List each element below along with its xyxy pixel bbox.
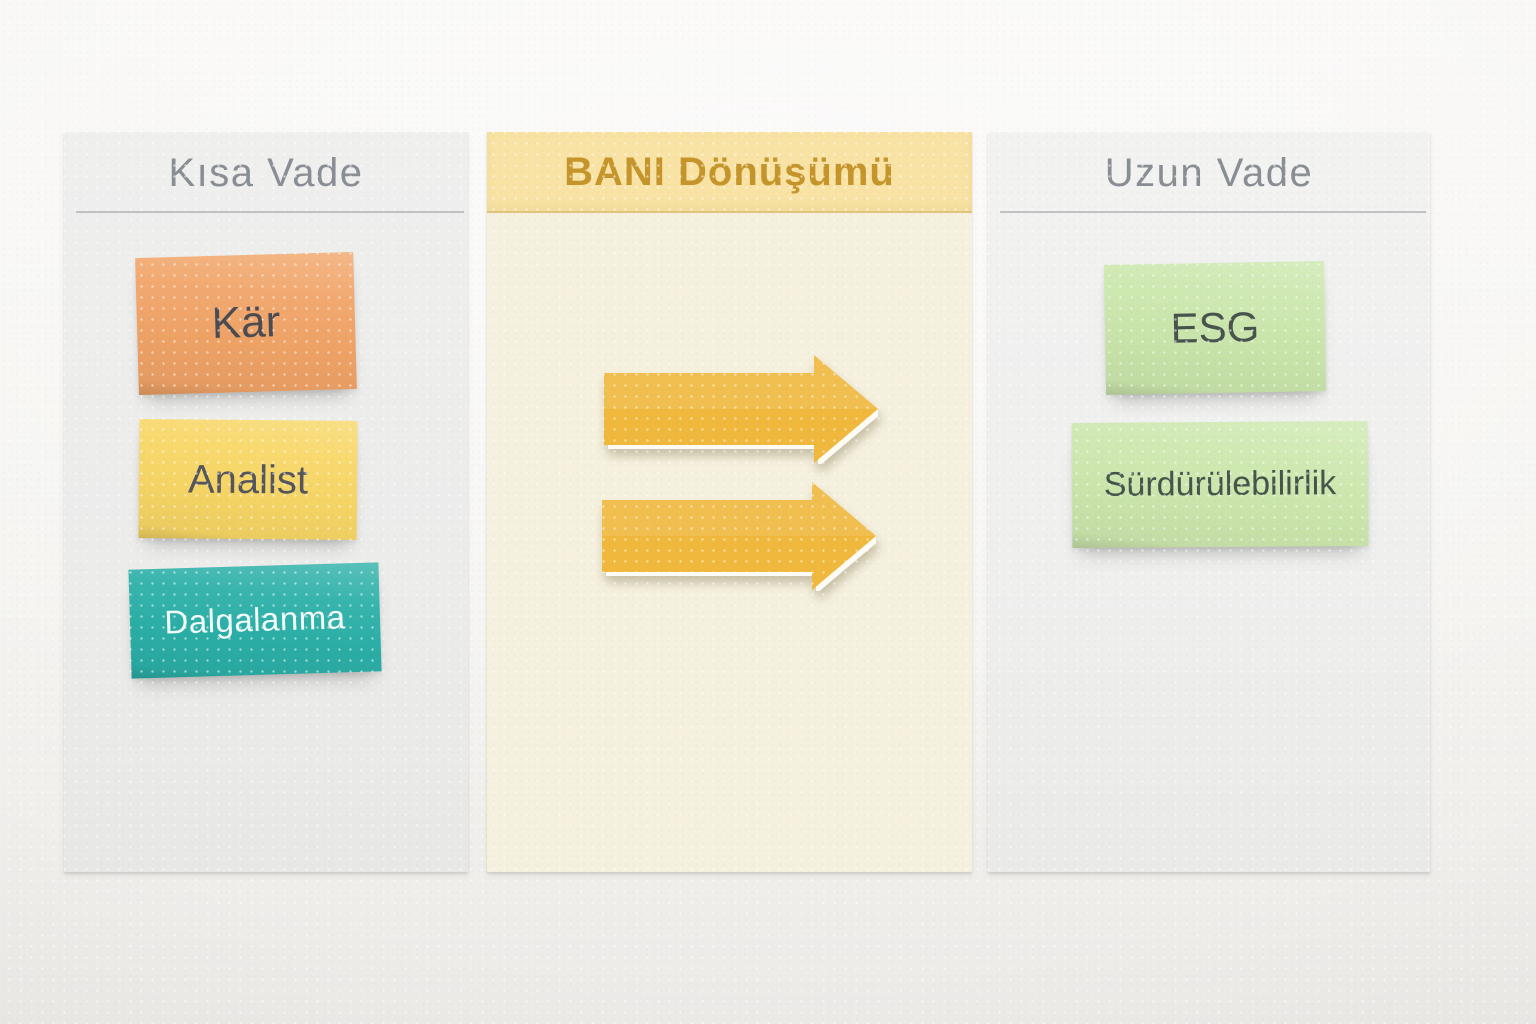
column-header-bani: BANI Dönüşümü xyxy=(487,132,972,213)
right-arrow-icon xyxy=(602,482,876,591)
sticky-note-label: Kär xyxy=(211,297,281,349)
column-underline xyxy=(1000,211,1426,213)
sticky-note-esg[interactable]: ESG xyxy=(1103,261,1327,395)
sticky-note-label: Dalgalanma xyxy=(163,598,347,642)
sticky-note-surdurulebilirlik[interactable]: Sürdürülebilirlik xyxy=(1071,420,1369,549)
sticky-note-label: ESG xyxy=(1170,303,1260,352)
column-header-long-term: Uzun Vade xyxy=(988,132,1430,213)
sticky-note-kar[interactable]: Kär xyxy=(135,251,357,396)
sticky-note-dalgalanma[interactable]: Dalgalanma xyxy=(128,562,382,679)
column-title-long-term: Uzun Vade xyxy=(1104,150,1314,195)
sticky-note-label: Sürdürülebilirlik xyxy=(1103,463,1337,504)
right-arrow-icon xyxy=(604,355,878,464)
sticky-note-analist[interactable]: Analist xyxy=(138,419,358,540)
column-title-bani: BANI Dönüşümü xyxy=(564,149,895,194)
column-title-short-term: Kısa Vade xyxy=(168,150,364,195)
column-underline xyxy=(76,211,464,213)
column-header-short-term: Kısa Vade xyxy=(64,132,468,213)
sticky-note-label: Analist xyxy=(187,456,309,503)
